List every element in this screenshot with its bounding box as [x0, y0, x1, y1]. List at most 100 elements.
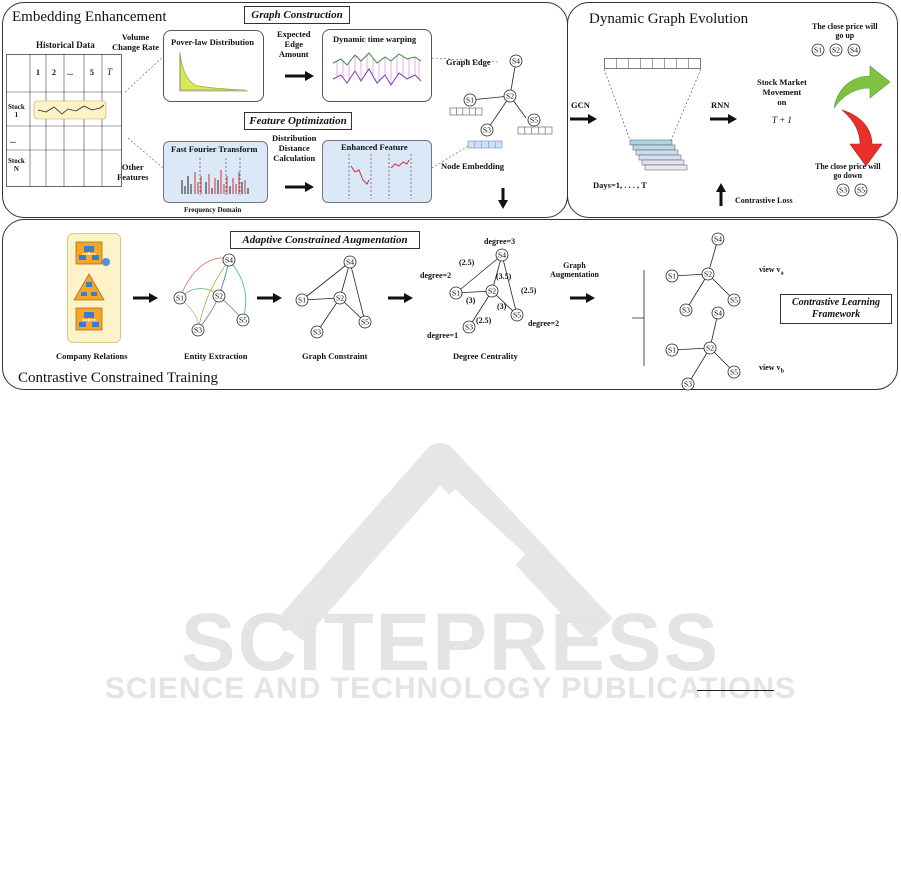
vb-node-s2: S2 — [706, 344, 714, 353]
power-law-curve — [179, 52, 248, 92]
up-stock-nodes: S1 S2 S4 — [811, 43, 861, 57]
ee-node-s2: S2 — [215, 292, 223, 301]
ee-node-s1: S1 — [176, 294, 184, 303]
dc-node-s2: S2 — [488, 287, 496, 296]
view-a-graph: S4 S1 S2 S3 S5 — [665, 232, 741, 317]
graph-constraint-graph: S4 S1 S2 S3 S5 — [295, 255, 372, 339]
graph-constraint-label: Graph Constraint — [302, 351, 368, 361]
feature-optimization-label: Feature Optimization — [244, 112, 352, 130]
adaptive-augmentation-label: Adaptive Constrained Augmentation — [230, 231, 420, 249]
weight-2-5-top: (2.5) — [459, 258, 475, 267]
weight-2-5-bottom: (2.5) — [476, 316, 492, 325]
vb-node-s5: S5 — [730, 368, 738, 377]
degree-2-left-label: degree=2 — [420, 271, 452, 280]
gc-node-s1: S1 — [298, 296, 306, 305]
arrow-rnn — [710, 114, 737, 124]
entity-extraction-graph: S4 S1 S2 S3 S5 — [173, 253, 250, 337]
degree-1-label: degree=1 — [427, 331, 459, 340]
row-stock-n: Stock N — [8, 157, 25, 174]
company-relation-icons — [73, 241, 110, 331]
table-connectors — [124, 54, 499, 169]
gcn-funnel — [603, 58, 702, 171]
other-features-label: Other Features — [117, 162, 149, 182]
watermark-logo — [277, 443, 613, 642]
arrow-gcn — [570, 114, 597, 124]
degree-2-right-label: degree=2 — [528, 319, 560, 328]
distribution-distance-label: Distribution Distance Calculation — [272, 133, 317, 163]
degree-centrality-graph: S4 S1 S2 S3 S5 — [449, 248, 524, 334]
view-b-label: view vb — [759, 363, 784, 375]
arrow-constraint-to-degree — [388, 293, 413, 303]
arrow-down-to-training — [498, 188, 508, 209]
va-node-s4: S4 — [714, 235, 722, 244]
days-label: Days=1, . . . , T — [593, 180, 647, 190]
arrow-degree-to-views — [570, 293, 595, 303]
close-down-label: The close price will go down — [815, 162, 881, 181]
dc-node-s1: S1 — [452, 289, 460, 298]
view-a-subscript: a — [780, 270, 784, 277]
entity-extraction-label: Entity Extraction — [184, 351, 248, 361]
vb-node-s3: S3 — [684, 380, 692, 389]
vb-node-s4: S4 — [714, 309, 722, 318]
arrow-power-to-dtw — [285, 71, 314, 81]
volume-change-rate-label: Volume Change Rate — [112, 32, 159, 52]
va-node-s2: S2 — [704, 270, 712, 279]
embedding-enhancement-title: Embedding Enhancement — [12, 9, 167, 25]
arrow-up-loss — [716, 183, 726, 206]
watermark-brand: SCITEPRESS — [180, 597, 721, 688]
table-header-dots: ... — [67, 68, 73, 77]
watermark-tagline: SCIENCE AND TECHNOLOGY PUBLICATIONS — [104, 672, 797, 705]
va-node-s3: S3 — [682, 306, 690, 315]
frequency-domain-label: Frequency Domain — [184, 206, 242, 214]
node-s5: S5 — [530, 116, 538, 125]
up-s1: S1 — [814, 46, 822, 55]
gc-node-s4: S4 — [346, 258, 354, 267]
contrastive-loss-label: Contrastive Loss — [735, 196, 793, 205]
stock-movement-label: Stock Market Movement on — [757, 77, 807, 107]
weight-2-5-right: (2.5) — [521, 286, 537, 295]
contrastive-training-title: Contrastive Constrained Training — [18, 370, 218, 386]
weight-3-right: (3) — [497, 302, 507, 311]
ee-node-s3: S3 — [194, 326, 202, 335]
degree-3-label: degree=3 — [484, 237, 516, 246]
dc-node-s5: S5 — [513, 311, 521, 320]
view-b-subscript: b — [780, 368, 784, 375]
graph-construction-label: Graph Construction — [244, 6, 350, 24]
historical-data-table — [6, 54, 122, 187]
arrow-entity-to-constraint — [257, 293, 282, 303]
table-header-2: 2 — [52, 68, 56, 77]
node-embedding-label: Node Embedding — [441, 161, 505, 171]
table-header-5: 5 — [90, 68, 94, 77]
row-dots: ... — [10, 136, 16, 145]
row-stock-1: Stock 1 — [8, 103, 25, 120]
table-header-t: T — [107, 67, 113, 77]
gc-node-s5: S5 — [361, 318, 369, 327]
t-plus-1-label: T + 1 — [772, 115, 792, 125]
ee-node-s4: S4 — [225, 256, 233, 265]
close-up-label: The close price will go up — [812, 22, 878, 41]
view-b-text: view v — [759, 363, 781, 372]
enhanced-feature-box — [322, 140, 432, 203]
graph-augmentation-label: Graph Augmentation — [550, 261, 599, 280]
constructed-graph: S4 S1 S2 S3 S5 — [449, 54, 553, 149]
node-s3: S3 — [483, 126, 491, 135]
down-s3: S3 — [839, 186, 847, 195]
down-s5: S5 — [857, 186, 865, 195]
va-node-s1: S1 — [668, 272, 676, 281]
gcn-label: GCN — [571, 100, 590, 110]
dtw-label: Dynamic time warping — [333, 34, 417, 44]
enhanced-feature-chart — [348, 154, 412, 199]
dynamic-graph-evolution-title: Dynamic Graph Evolution — [589, 11, 749, 27]
company-relations-label: Company Relations — [56, 351, 128, 361]
historical-data-label: Historical Data — [36, 40, 95, 50]
dc-node-s3: S3 — [465, 323, 473, 332]
degree-centrality-label: Degree Centrality — [453, 351, 518, 361]
up-s4: S4 — [850, 46, 858, 55]
ee-node-s5: S5 — [239, 316, 247, 325]
arrow-fft-to-enhanced — [285, 182, 314, 192]
view-b-graph: S4 S1 S2 S3 S5 — [665, 306, 741, 391]
contrastive-framework-box: Contrastive Learning Framework — [780, 294, 892, 324]
view-a-label: view va — [759, 265, 784, 277]
green-up-arrow — [833, 65, 891, 109]
node-s2: S2 — [506, 92, 514, 101]
